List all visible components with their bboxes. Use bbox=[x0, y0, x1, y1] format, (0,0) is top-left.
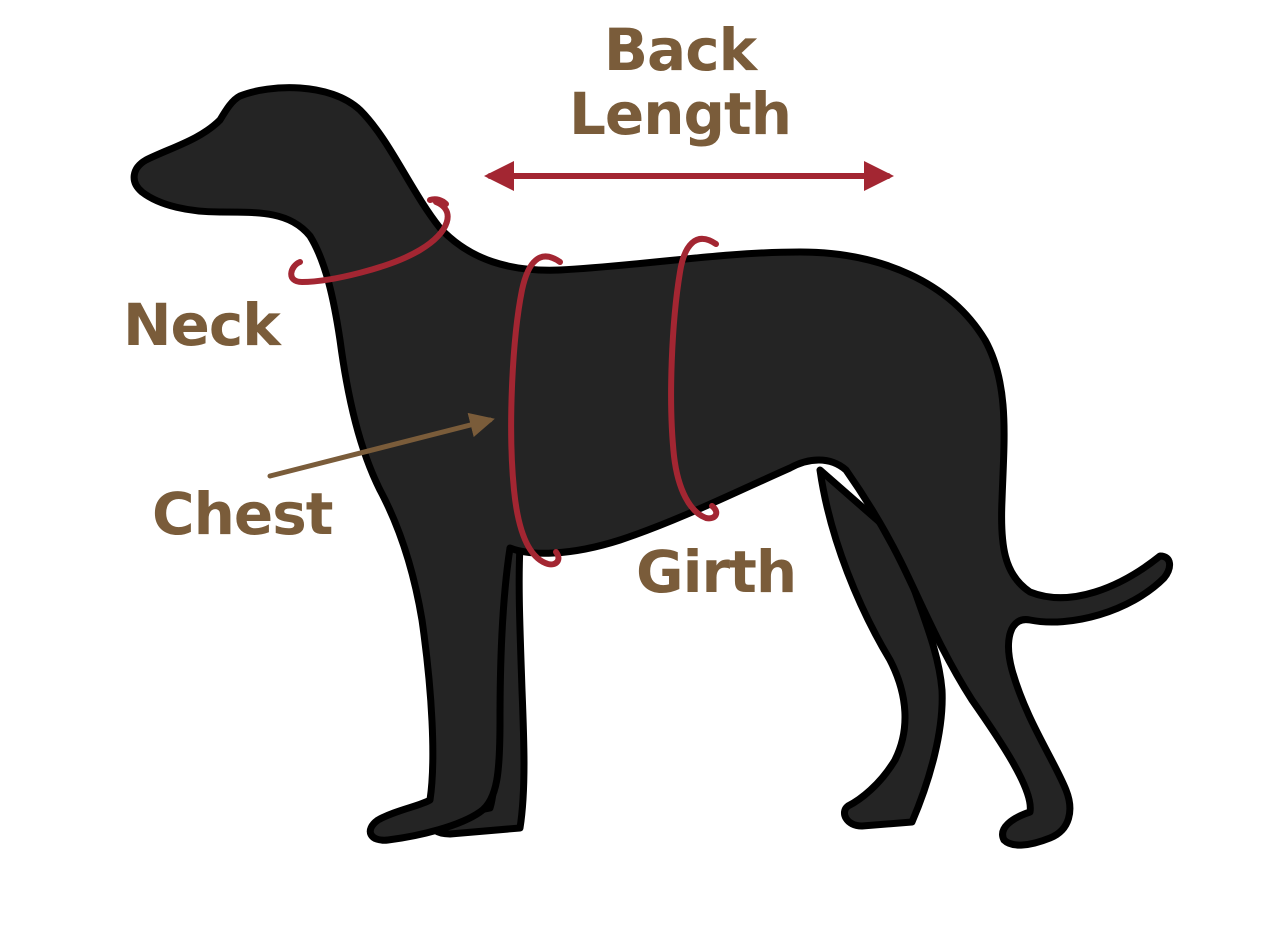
chest-pointer-arrow bbox=[267, 412, 495, 479]
neck-measure-ring bbox=[288, 199, 451, 286]
chest-measure-ring bbox=[508, 253, 563, 568]
girth-measure-ring bbox=[668, 235, 720, 522]
back-length-label-line2: Length bbox=[568, 80, 792, 148]
back-length-label: Back Length bbox=[560, 18, 800, 146]
dog-far-hind-leg bbox=[816, 466, 946, 830]
chest-label: Chest bbox=[152, 480, 333, 548]
neck-label: Neck bbox=[123, 291, 281, 359]
dog-body bbox=[130, 84, 1173, 849]
back-length-label-line1: Back bbox=[603, 16, 757, 84]
measurement-lines bbox=[267, 161, 894, 568]
dog-silhouette bbox=[130, 84, 1173, 849]
neck-measure-ring-tip bbox=[427, 196, 449, 207]
girth-label: Girth bbox=[636, 538, 797, 606]
